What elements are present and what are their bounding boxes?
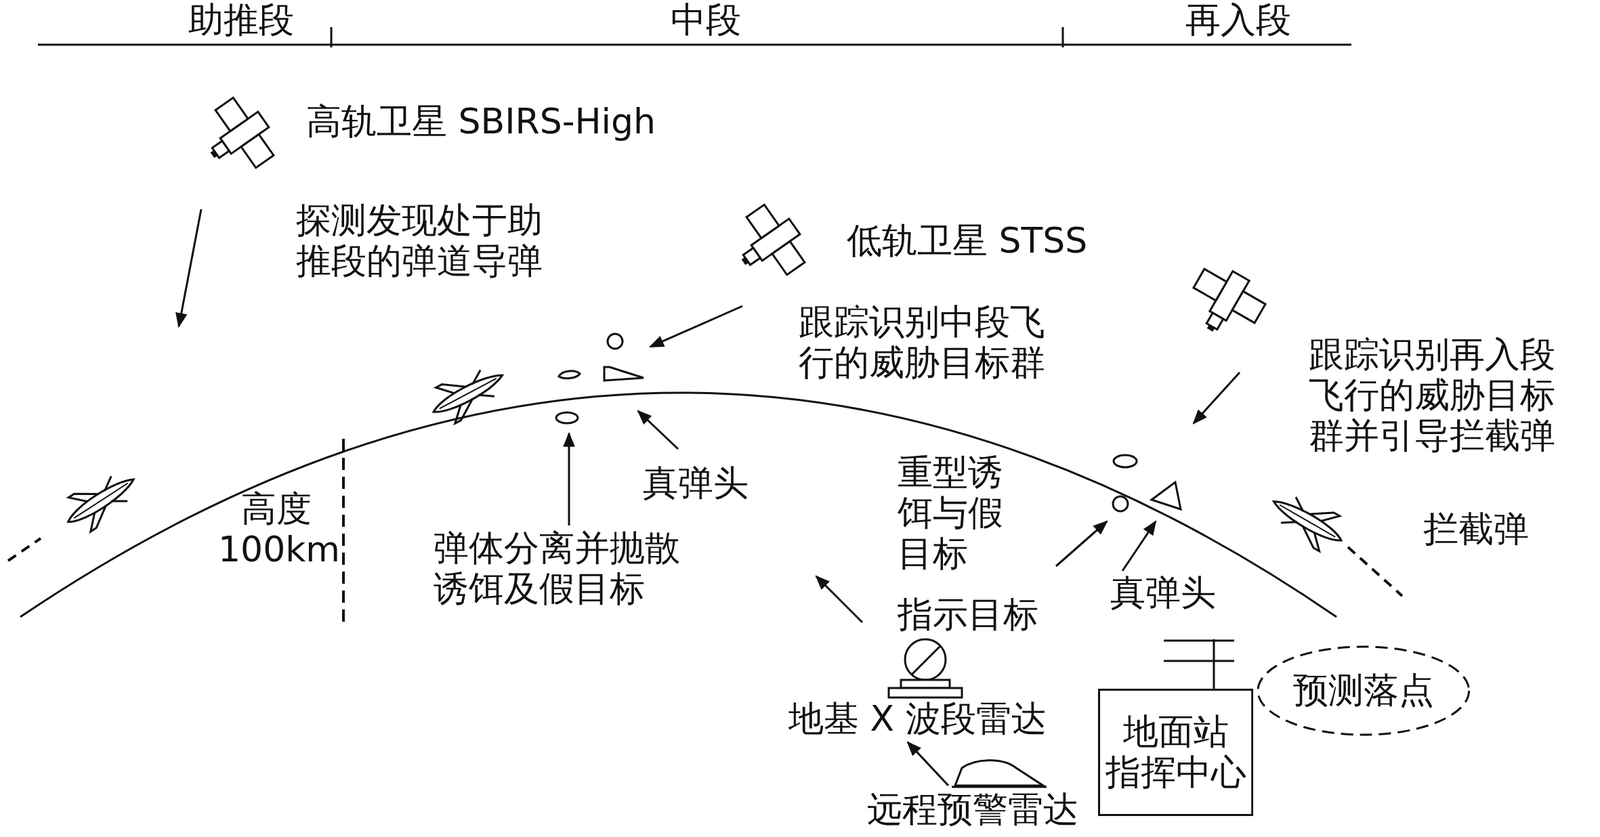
text-label: 高轨卫星 SBIRS-High xyxy=(306,101,656,143)
text-label: 高度 100km xyxy=(218,489,335,571)
text-label: 真弹头 xyxy=(642,463,749,504)
text-label: 远程预警雷达 xyxy=(867,789,1079,831)
text-label: 重型诱 饵与假 目标 xyxy=(897,452,1013,574)
node-text: 地面站 指挥中心 xyxy=(1103,711,1248,794)
text-label: 指示目标 xyxy=(897,594,1039,636)
text-label: 中段 xyxy=(670,0,742,41)
ellipse-node: 预测落点 xyxy=(1255,644,1472,738)
text-label: 再入段 xyxy=(1185,0,1292,41)
text-label: 跟踪识别中段飞 行的威胁目标群 xyxy=(798,302,1055,384)
text-label: 跟踪识别再入段 飞行的威胁目标 群并引导拦截弹 xyxy=(1308,334,1565,456)
text-label: 拦截弹 xyxy=(1423,509,1529,551)
text-label: 弹体分离并抛散 诱饵及假目标 xyxy=(433,528,689,610)
box-node: 地面站 指挥中心 xyxy=(1098,688,1254,817)
text-label: 真弹头 xyxy=(1110,573,1216,614)
text-label: 地基 X 波段雷达 xyxy=(788,699,1047,740)
text-label: 低轨卫星 STSS xyxy=(846,220,1088,262)
node-text: 预测落点 xyxy=(1293,670,1435,712)
text-label: 助推段 xyxy=(188,0,294,41)
text-label: 探测发现处于助 推段的弹道导弹 xyxy=(296,200,552,282)
